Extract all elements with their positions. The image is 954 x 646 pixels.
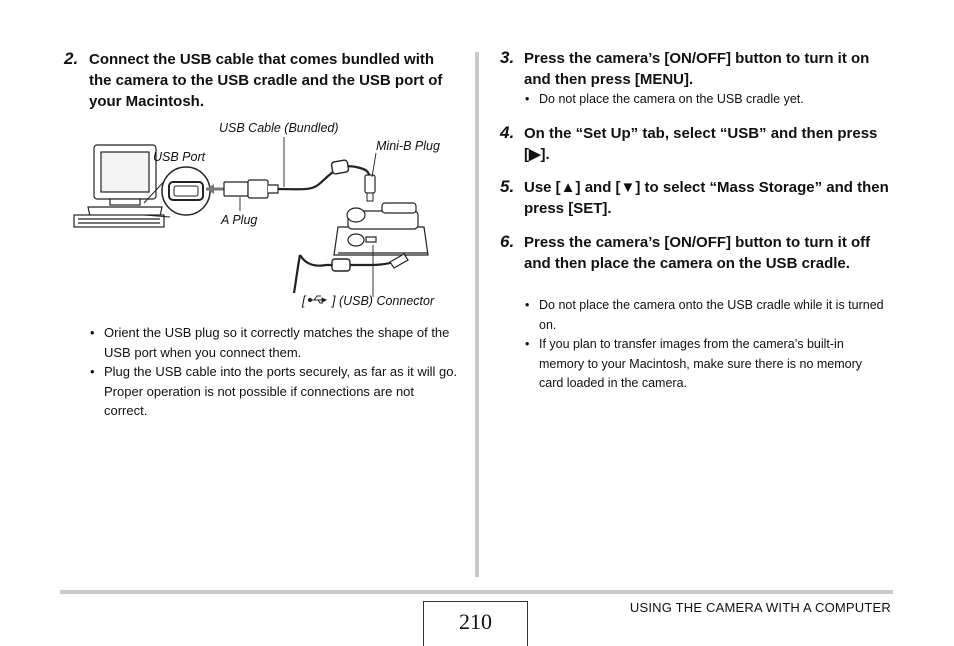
step-5: 5. Use [▲] and [▼] to select “Mass Stora… xyxy=(500,177,890,221)
usb-connector-label: ] (USB) Connector xyxy=(330,294,435,308)
step-4: 4. On the “Set Up” tab, select “USB” and… xyxy=(500,123,890,167)
macintosh-computer-illustration xyxy=(73,144,165,228)
usb-symbol-icon xyxy=(308,295,328,304)
step-3: 3. Press the camera’s [ON/OFF] button to… xyxy=(500,48,890,92)
list-item: Orient the USB plug so it correctly matc… xyxy=(90,323,458,362)
step-text: Use [▲] and [▼] to select “Mass Storage”… xyxy=(524,179,889,217)
step-text: On the “Set Up” tab, select “USB” and th… xyxy=(524,125,878,163)
step-text: Press the camera’s [ON/OFF] button to tu… xyxy=(524,50,870,88)
usb-connector-label-open: [ xyxy=(301,294,307,308)
a-plug-label: A Plug xyxy=(220,213,257,227)
step-3-notes: Do not place the camera on the USB cradl… xyxy=(525,90,885,110)
usb-cradle-illustration xyxy=(333,202,429,256)
section-title: USING THE CAMERA WITH A COMPUTER xyxy=(629,600,891,615)
step-number: 5. xyxy=(500,177,515,196)
step-text: Press the camera’s [ON/OFF] button to tu… xyxy=(524,234,871,272)
usb-connection-diagram: USB Cable (Bundled) Mini-B Plug USB Port… xyxy=(73,121,440,308)
step-number: 4. xyxy=(500,123,515,142)
list-item: If you plan to transfer images from the … xyxy=(525,335,885,394)
usb-cable-label: USB Cable (Bundled) xyxy=(219,121,339,135)
column-divider xyxy=(475,52,479,577)
list-item: Do not place the camera onto the USB cra… xyxy=(525,296,885,335)
a-plug-illustration xyxy=(223,179,279,199)
footer-divider xyxy=(60,590,893,594)
step-6-notes: Do not place the camera onto the USB cra… xyxy=(525,296,885,394)
left-notes: Orient the USB plug so it correctly matc… xyxy=(90,323,458,421)
step-2: 2. Connect the USB cable that comes bund… xyxy=(64,49,464,115)
step-number: 3. xyxy=(500,48,515,67)
step-number: 6. xyxy=(500,232,515,251)
usb-port-label: USB Port xyxy=(153,150,206,164)
step-number: 2. xyxy=(64,49,79,68)
step-6: 6. Press the camera’s [ON/OFF] button to… xyxy=(500,232,890,296)
page-number: 210 xyxy=(423,601,528,646)
list-item: Plug the USB cable into the ports secure… xyxy=(90,362,458,421)
list-item: Do not place the camera on the USB cradl… xyxy=(525,90,885,110)
mini-b-plug-label: Mini-B Plug xyxy=(376,139,440,153)
step-text: Connect the USB cable that comes bundled… xyxy=(89,51,443,110)
